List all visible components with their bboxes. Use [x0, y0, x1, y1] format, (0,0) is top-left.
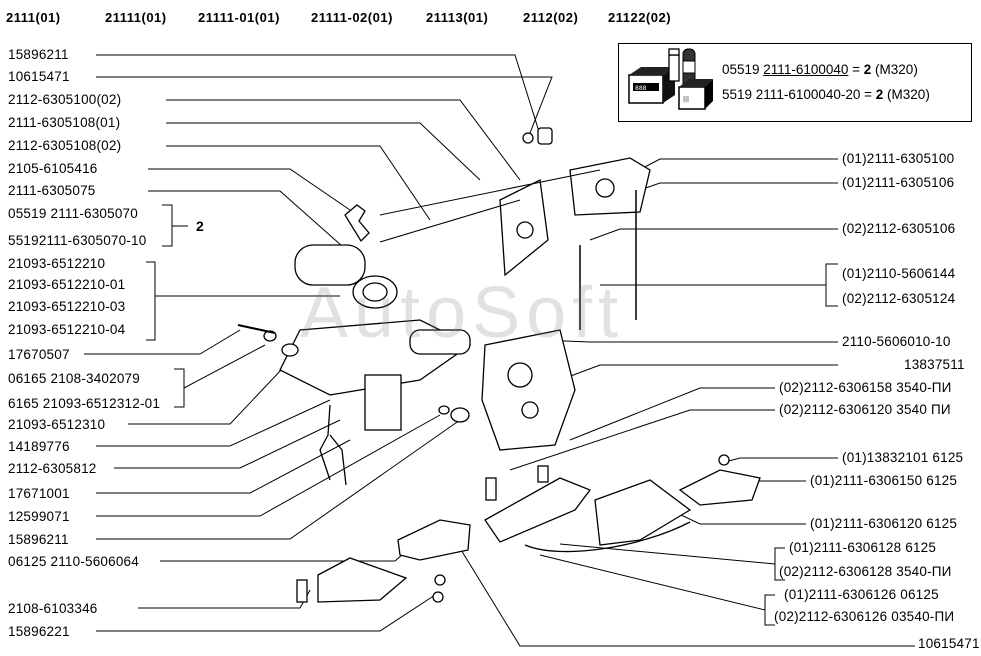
part-sketches: [237, 127, 761, 603]
part-label-right[interactable]: (01)2111-6306126 06125: [784, 587, 939, 602]
svg-text:|||: |||: [683, 96, 689, 103]
part-label-right[interactable]: (01)13832101 6125: [842, 450, 964, 465]
part-label-left[interactable]: 05519 2111-6305070: [8, 206, 138, 221]
lubricant-package-icon: 888 |||: [628, 48, 713, 110]
infobox-note: (М320): [883, 87, 930, 102]
part-label-left[interactable]: 10615471: [8, 69, 70, 84]
header-code: 21111-02(01): [311, 10, 393, 25]
part-label-left[interactable]: 2108-6103346: [8, 601, 98, 616]
part-label-right[interactable]: 2110-5606010-10: [842, 334, 951, 349]
infobox-eq: =: [860, 87, 876, 102]
infobox-line-2: 5519 2111-6100040-20 = 2 (М320): [722, 87, 930, 102]
infobox-line-1: 05519 2111-6100040 = 2 (М320): [722, 62, 918, 77]
infobox-qty: 2: [875, 87, 884, 102]
part-label-right[interactable]: (01)2111-6306120 6125: [810, 516, 958, 531]
lubricant-info-box: 888 ||| 05519 2111-6100040 = 2 (М320) 55…: [618, 43, 972, 122]
part-label-right[interactable]: (01)2110-5606144: [842, 266, 956, 281]
svg-text:888: 888: [635, 85, 647, 92]
part-label-left[interactable]: 21093-6512210-03: [8, 299, 126, 314]
part-label-left[interactable]: 14189776: [8, 439, 70, 454]
part-label-left[interactable]: 2112-6305812: [8, 461, 97, 476]
part-label-left[interactable]: 2111-6305108(01): [8, 115, 121, 130]
part-label-right[interactable]: (02)2112-6306126 03540-ПИ: [774, 609, 955, 624]
part-label-right[interactable]: (02)2112-6306128 3540-ПИ: [779, 564, 952, 579]
part-label-left[interactable]: 15896221: [8, 624, 70, 639]
part-label-left[interactable]: 06165 2108-3402079: [8, 371, 140, 386]
part-label-left[interactable]: 55192111-6305070-10: [8, 233, 147, 248]
part-label-right[interactable]: (02)2112-6306158 3540-ПИ: [779, 380, 952, 395]
part-label-right[interactable]: (01)2111-6306150 6125: [810, 473, 958, 488]
part-label-right[interactable]: 10615471: [918, 636, 980, 651]
part-label-left[interactable]: 2112-6305100(02): [8, 92, 122, 107]
part-label-left[interactable]: 21093-6512310: [8, 417, 106, 432]
watermark-text: AutoSoft: [300, 273, 625, 353]
part-label-left[interactable]: 17671001: [8, 486, 70, 501]
infobox-code[interactable]: 2111-6100040: [763, 62, 849, 77]
part-label-left[interactable]: 21093-6512210: [8, 256, 106, 271]
part-label-left[interactable]: 12599071: [8, 509, 70, 524]
part-label-right[interactable]: (01)2111-6305106: [842, 175, 955, 190]
infobox-prefix: 05519: [722, 62, 764, 77]
part-label-right[interactable]: (02)2112-6305106: [842, 221, 956, 236]
infobox-prefix: 5519: [722, 87, 756, 102]
part-label-right[interactable]: (01)2111-6305100: [842, 151, 955, 166]
header-code: 21122(02): [608, 10, 672, 25]
part-label-left[interactable]: 21093-6512210-04: [8, 322, 126, 337]
part-label-right[interactable]: (02)2112-6305124: [842, 291, 956, 306]
header-code: 2111(01): [6, 10, 61, 25]
part-label-right[interactable]: 13837511: [904, 357, 965, 372]
part-label-left[interactable]: 06125 2110-5606064: [8, 554, 139, 569]
part-label-right[interactable]: (01)2111-6306128 6125: [789, 540, 937, 555]
part-label-left[interactable]: 2111-6305075: [8, 183, 96, 198]
part-label-left[interactable]: 6165 21093-6512312-01: [8, 396, 161, 411]
part-label-left[interactable]: 17670507: [8, 347, 70, 362]
infobox-code[interactable]: 2111-6100040-20: [755, 87, 861, 102]
header-code: 21111(01): [105, 10, 167, 25]
header-code: 2112(02): [523, 10, 579, 25]
part-label-right[interactable]: (02)2112-6306120 3540 ПИ: [779, 402, 951, 417]
header-code: 21111-01(01): [198, 10, 280, 25]
part-label-left[interactable]: 2105-6105416: [8, 161, 98, 176]
infobox-note: (М320): [871, 62, 918, 77]
part-label-left[interactable]: 15896211: [8, 532, 69, 547]
group-ref-number: 2: [196, 218, 204, 234]
part-label-left[interactable]: 2112-6305108(02): [8, 138, 122, 153]
part-label-left[interactable]: 21093-6512210-01: [8, 277, 126, 292]
header-code: 21113(01): [426, 10, 489, 25]
infobox-eq: =: [848, 62, 864, 77]
part-label-left[interactable]: 15896211: [8, 47, 69, 62]
infobox-qty: 2: [863, 62, 872, 77]
